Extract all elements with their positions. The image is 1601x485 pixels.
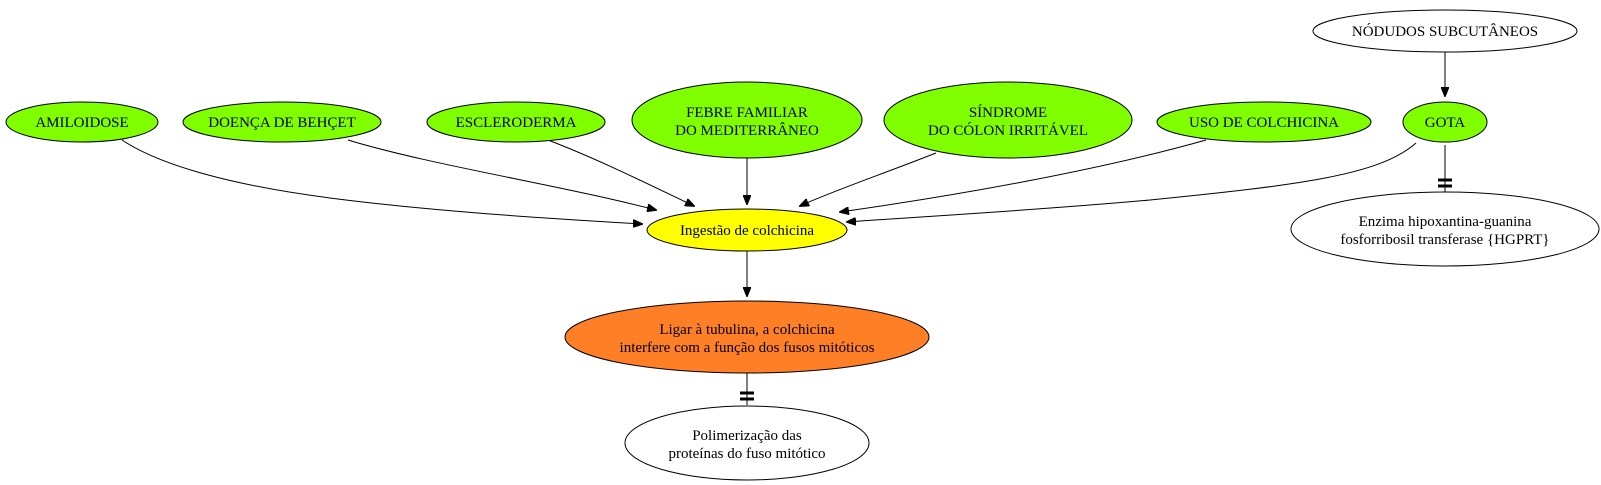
node-escleroderma: ESCLERODERMA (426, 101, 606, 143)
node-ingestao: Ingestão de colchicina (646, 208, 848, 252)
edge-sindrome-to-ingestao (800, 152, 937, 206)
node-behcet-label: DOENÇA DE BEHÇET (208, 115, 356, 131)
node-polimerizacao-label-line1: Polimerização das (692, 428, 802, 444)
node-febre-label-line2: DO MEDITERRÂNEO (675, 122, 819, 139)
node-ligar-label-line2: interfere com a função dos fusos mitótic… (620, 340, 875, 356)
node-amiloidose-label: AMILOIDOSE (35, 115, 128, 131)
node-nodulos: NÓDUDOS SUBCUTÂNEOS (1312, 9, 1578, 53)
node-gota: GOTA (1402, 101, 1488, 143)
edge-amiloidose-to-ingestao (121, 139, 642, 224)
node-enzima: Enzima hipoxantina-guanina fosforribosil… (1290, 191, 1600, 267)
edge-escleroderma-to-ingestao (547, 139, 694, 206)
edges (121, 52, 1452, 405)
node-uso: USO DE COLCHICINA (1156, 101, 1372, 143)
node-nodulos-label: NÓDUDOS SUBCUTÂNEOS (1352, 23, 1538, 40)
node-sindrome: SÍNDROME DO CÓLON IRRITÁVEL (883, 81, 1133, 159)
node-amiloidose: AMILOIDOSE (5, 101, 159, 143)
edge-gota-to-ingestao (847, 142, 1417, 222)
node-escleroderma-label: ESCLERODERMA (456, 115, 577, 131)
node-sindrome-label-line2: DO CÓLON IRRITÁVEL (928, 122, 1088, 139)
node-ingestao-label: Ingestão de colchicina (680, 223, 814, 239)
edge-behcet-to-ingestao (347, 139, 656, 210)
node-ligar-label-line1: Ligar à tubulina, a colchicina (659, 322, 835, 338)
node-uso-label: USO DE COLCHICINA (1189, 115, 1339, 131)
node-ligar: Ligar à tubulina, a colchicina interfere… (564, 300, 930, 374)
node-sindrome-label-line1: SÍNDROME (969, 104, 1047, 121)
node-polimerizacao-label-line2: proteínas do fuso mitótico (668, 446, 825, 462)
edge-uso-to-ingestao (840, 139, 1207, 212)
node-gota-label: GOTA (1425, 115, 1466, 131)
node-behcet: DOENÇA DE BEHÇET (182, 101, 382, 143)
node-febre-label-line1: FEBRE FAMILIAR (686, 105, 808, 121)
node-febre: FEBRE FAMILIAR DO MEDITERRÂNEO (631, 81, 863, 159)
node-polimerizacao: Polimerização das proteínas do fuso mitó… (624, 405, 870, 481)
node-enzima-label-line1: Enzima hipoxantina-guanina (1359, 214, 1532, 230)
node-enzima-label-line2: fosforribosil transferase {HGPRT} (1340, 232, 1549, 248)
